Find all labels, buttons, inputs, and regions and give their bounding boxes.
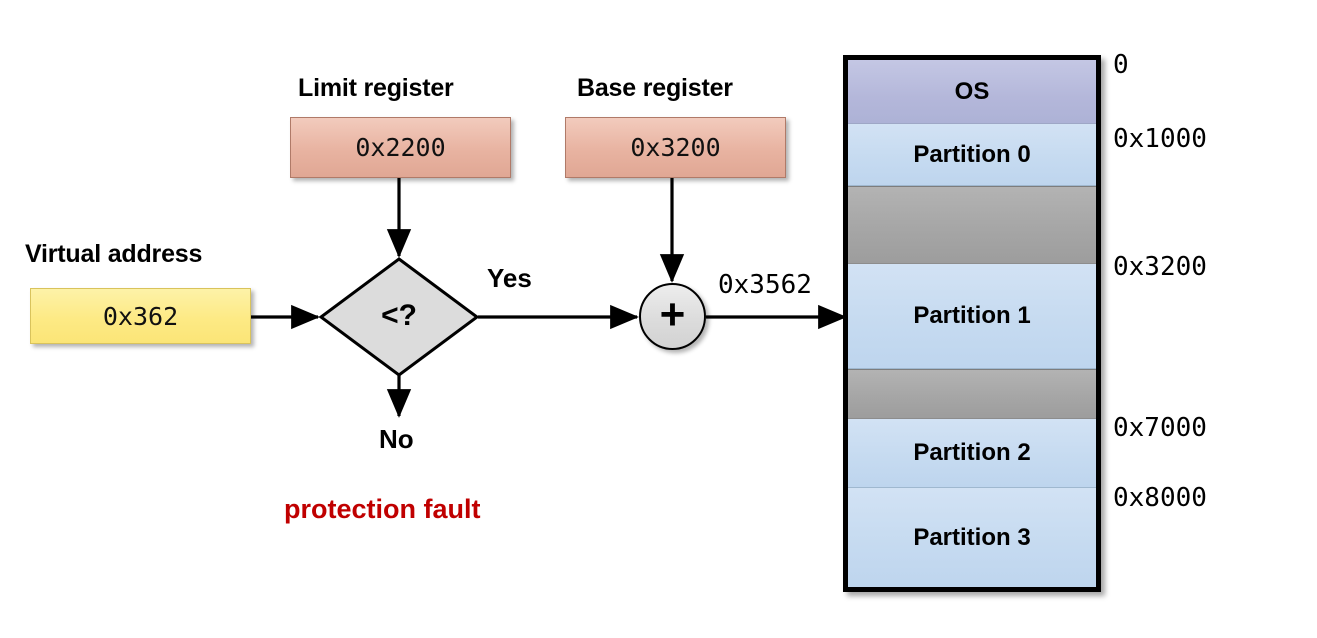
- memory-band-partition-0[interactable]: Partition 0: [848, 124, 1096, 186]
- compare-diamond[interactable]: <?: [318, 256, 480, 378]
- protection-fault-label: protection fault: [284, 494, 481, 524]
- compare-symbol: <?: [381, 299, 417, 332]
- memory-band-gap-1: [848, 186, 1096, 264]
- memory-band-partition-2[interactable]: Partition 2: [848, 419, 1096, 488]
- compare-yes-label: Yes: [487, 263, 532, 293]
- virtual-address-value: 0x362: [102, 301, 179, 331]
- memory-address-0x8000: 0x8000: [1113, 483, 1207, 513]
- base-register-box[interactable]: 0x3200: [565, 117, 786, 178]
- virtual-address-label: Virtual address: [25, 240, 203, 268]
- base-register-label: Base register: [577, 74, 733, 102]
- compare-no-label: No: [379, 424, 414, 454]
- memory-band-os[interactable]: OS: [848, 60, 1096, 124]
- memory-address-0x7000: 0x7000: [1113, 413, 1207, 443]
- adder-symbol: +: [659, 289, 686, 339]
- memory-band-gap-2: [848, 369, 1096, 419]
- memory-band-partition-1[interactable]: Partition 1: [848, 264, 1096, 369]
- limit-register-label: Limit register: [298, 74, 454, 102]
- adder-circle[interactable]: +: [639, 283, 706, 350]
- memory-address-0x1000: 0x1000: [1113, 124, 1207, 154]
- limit-register-box[interactable]: 0x2200: [290, 117, 511, 178]
- adder-result-label: 0x3562: [718, 270, 812, 300]
- memory-address-0x3200: 0x3200: [1113, 252, 1207, 282]
- limit-register-value: 0x2200: [355, 133, 446, 162]
- compare-diamond-shape: [318, 257, 480, 377]
- virtual-address-box[interactable]: 0x362: [30, 288, 251, 344]
- memory-layout: OS Partition 0 Partition 1 Partition 2 P…: [843, 55, 1101, 592]
- memory-address-0: 0: [1113, 50, 1129, 80]
- memory-band-partition-3[interactable]: Partition 3: [848, 488, 1096, 587]
- base-register-value: 0x3200: [630, 133, 721, 162]
